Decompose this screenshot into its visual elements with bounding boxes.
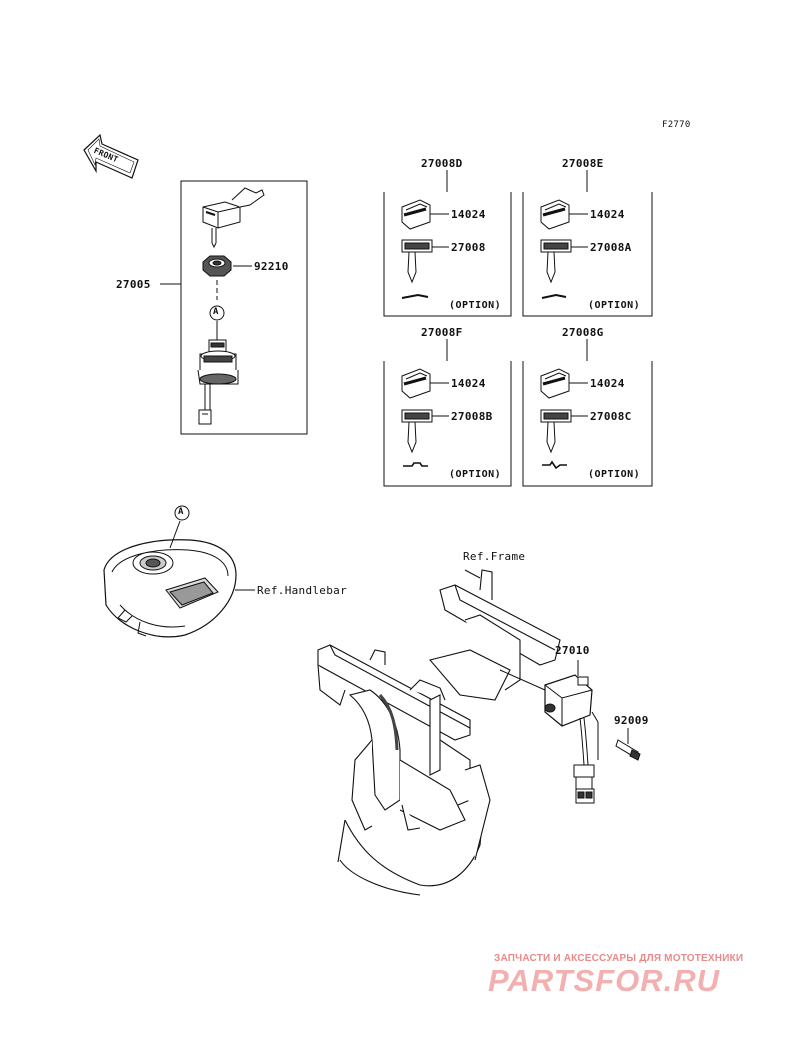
key-cover-icon-d [401,199,449,230]
label-27008a: 27008A [590,241,632,254]
front-arrow-icon [83,133,139,179]
sensor-icon [544,674,599,804]
ref-a-circle-top [209,305,225,321]
label-27008c: 27008C [590,410,632,423]
label-92009: 92009 [614,714,649,727]
key-set-box-g [522,339,653,487]
watermark-tagline: ЗАПЧАСТИ И АКСЕССУАРЫ ДЛЯ МОТОТЕХНИКИ [494,953,744,964]
label-ref-a-bottom: A [178,507,184,517]
label-27005: 27005 [116,278,151,291]
figure-code: F2770 [662,120,691,130]
label-27008f: 27008F [421,326,463,339]
watermark-logo: PARTSFOR.RU [488,963,721,998]
label-ref-frame: Ref.Frame [463,550,526,563]
ignition-key-icon [202,187,265,249]
ref-a-circle-bottom [174,505,190,521]
label-27008g: 27008G [562,326,604,339]
label-27008b: 27008B [451,410,493,423]
label-27008d: 27008D [421,157,463,170]
key-icon-d [401,239,449,299]
label-14024-e: 14024 [590,208,625,221]
label-27010: 27010 [555,644,590,657]
key-set-box-f [383,339,512,487]
label-27008: 27008 [451,241,486,254]
option-label-d: (OPTION) [449,300,502,311]
label-27008e: 27008E [562,157,604,170]
option-label-g: (OPTION) [588,469,641,480]
label-14024-d: 14024 [451,208,486,221]
key-cover-icon-g [540,368,588,399]
switch-body-icon [197,339,239,425]
handlebar-cover-icon [103,520,237,638]
key-cover-icon-e [540,199,588,230]
frame-icon [317,569,561,896]
label-ref-a-top: A [213,307,219,317]
key-set-box-e [522,170,653,317]
label-14024-f: 14024 [451,377,486,390]
key-icon-g [540,409,588,470]
ignition-switch-frame [180,180,308,435]
label-14024-g: 14024 [590,377,625,390]
nut-icon [202,255,232,277]
leader-frame-to-sensor [499,669,546,691]
option-label-e: (OPTION) [588,300,641,311]
key-icon-f [401,409,449,467]
bolt-icon [615,739,641,761]
label-ref-handlebar: Ref.Handlebar [257,584,347,597]
key-cover-icon-f [401,368,449,399]
option-label-f: (OPTION) [449,469,502,480]
key-set-box-d [383,170,512,317]
label-92210: 92210 [254,260,289,273]
key-icon-e [540,239,588,299]
